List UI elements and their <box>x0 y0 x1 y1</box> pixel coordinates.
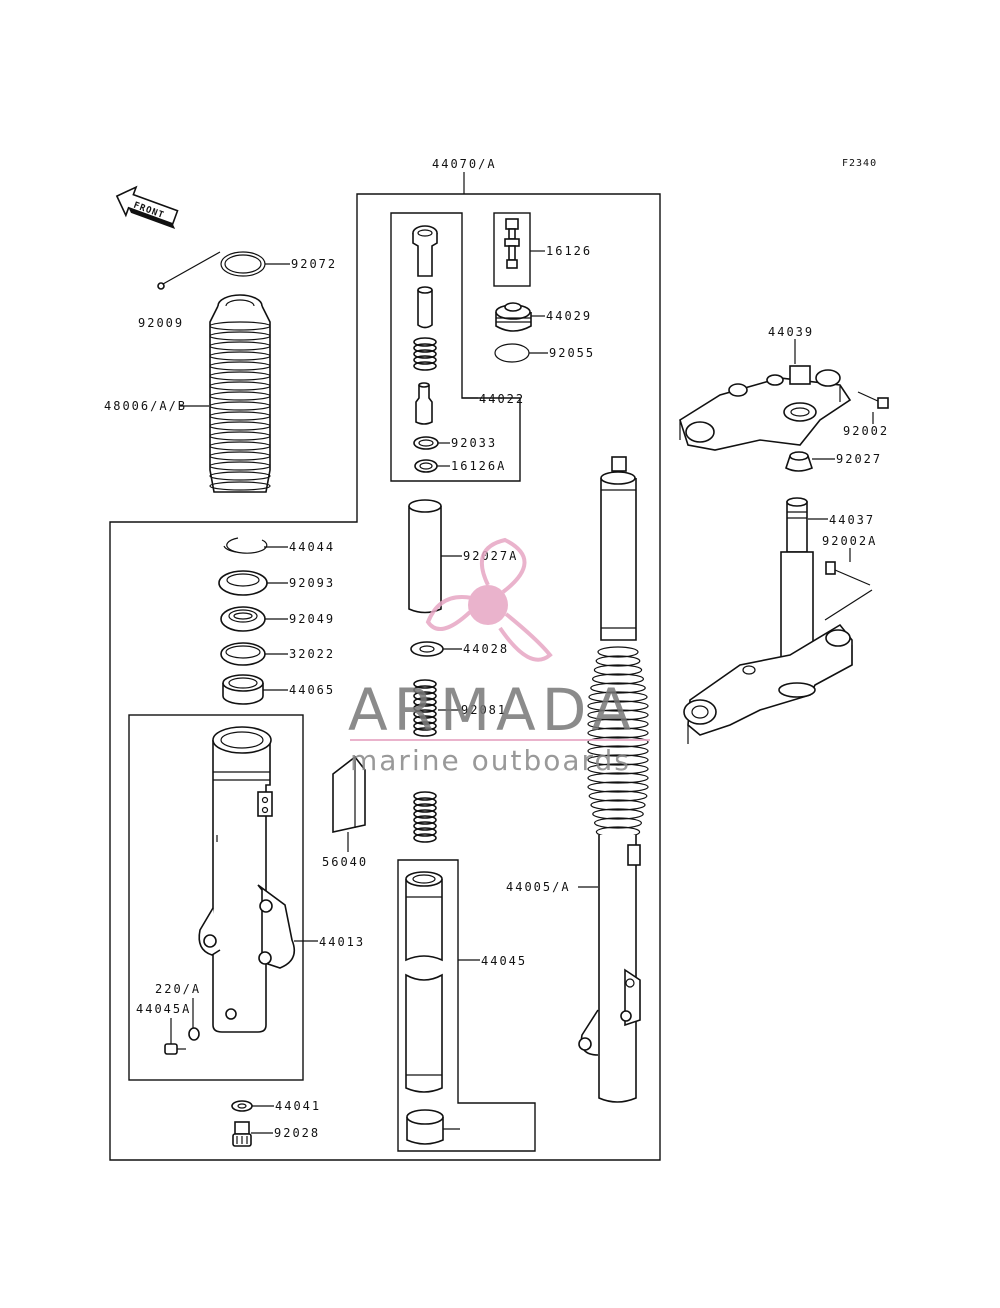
part-92049-oil-seal <box>220 606 266 632</box>
part-44029-cap <box>495 302 532 332</box>
part-44022-cylinder <box>412 225 438 425</box>
label-44013: 44045 <box>481 954 527 968</box>
label-92049: 92049 <box>289 612 335 626</box>
box-44022 <box>390 212 521 482</box>
part-92055-o-ring <box>494 343 530 363</box>
part-32022-washer <box>220 642 266 666</box>
label-92072: 92072 <box>291 257 337 271</box>
part-92033-ring <box>413 436 439 450</box>
part-16126A-ring <box>414 459 438 473</box>
part-92002-bolt <box>857 391 889 409</box>
figure-code: F2340 <box>842 158 877 169</box>
label-92027A: 92027A <box>463 549 518 563</box>
label-92009: 92009 <box>138 316 184 330</box>
watermark-title: ARMADA <box>348 676 637 744</box>
watermark-subtitle: marine outboards <box>350 744 631 777</box>
part-44028-washer <box>410 641 444 657</box>
part-92081-spring <box>413 679 437 843</box>
part-92027A-spacer <box>408 499 442 614</box>
label-44006: 44005/A <box>506 880 571 894</box>
label-44028: 44028 <box>463 642 509 656</box>
part-56040-guide <box>332 755 366 833</box>
label-56040: 56040 <box>322 855 368 869</box>
part-44065-bushing <box>222 674 264 705</box>
label-44041: 92028 <box>274 1126 320 1140</box>
part-92072-clamp <box>220 251 266 277</box>
label-92002A: 92002A <box>822 534 877 548</box>
part-44013-inner-tube <box>405 871 443 1093</box>
label-44044: 44044 <box>289 540 335 554</box>
propeller-logo-icon <box>425 537 553 662</box>
label-16126: 16126 <box>546 244 592 258</box>
part-220-screw <box>164 1043 186 1055</box>
label-92033: 92033 <box>451 436 497 450</box>
box-16126 <box>493 212 531 287</box>
part-44037-stem-bracket <box>683 497 853 744</box>
label-16126A: 16126A <box>451 459 506 473</box>
label-44039: 44039 <box>768 325 814 339</box>
label-44029: 44029 <box>546 309 592 323</box>
label-44045: 220/A <box>155 982 201 996</box>
label-32022: 32022 <box>289 647 335 661</box>
label-92081: 92081 <box>461 703 507 717</box>
box-44013 <box>397 859 536 1152</box>
box-44005 <box>128 714 304 1081</box>
part-44044-snap-ring <box>223 537 268 554</box>
part-48006-fork-boot <box>209 294 271 493</box>
front-arrow-icon: FRONT <box>115 185 179 230</box>
label-44005: 44013 <box>319 935 365 949</box>
part-92027-collar <box>785 451 813 472</box>
watermark: ARMADA marine outboards <box>348 537 650 777</box>
label-220A: 44045A <box>136 1002 191 1016</box>
label-48006: 48006/A/B <box>104 399 187 413</box>
part-92028-cup <box>406 1109 444 1145</box>
part-44005-outer-tube <box>198 726 296 1033</box>
label-92027: 92027 <box>836 452 882 466</box>
part-44041-bolt <box>232 1121 252 1147</box>
part-44039-upper-bracket <box>679 365 852 451</box>
label-44070: 44070/A <box>432 157 497 171</box>
label-44037: 44037 <box>829 513 875 527</box>
label-44065: 44065 <box>289 683 335 697</box>
label-44022: 44022 <box>479 392 525 406</box>
label-44045A: 44041 <box>275 1099 321 1113</box>
label-92093: 92093 <box>289 576 335 590</box>
part-92093-seal <box>218 570 268 596</box>
part-44006-fork-assembly <box>578 456 649 1103</box>
part-92009-screw <box>157 251 221 290</box>
part-92002A-bolt <box>825 561 871 586</box>
label-92055: 92055 <box>549 346 595 360</box>
label-92002: 92002 <box>843 424 889 438</box>
part-44045A-washer <box>231 1100 253 1112</box>
part-44045-washer <box>188 1027 200 1041</box>
part-16126-valve <box>504 218 520 269</box>
assembly-outline <box>109 193 661 1161</box>
